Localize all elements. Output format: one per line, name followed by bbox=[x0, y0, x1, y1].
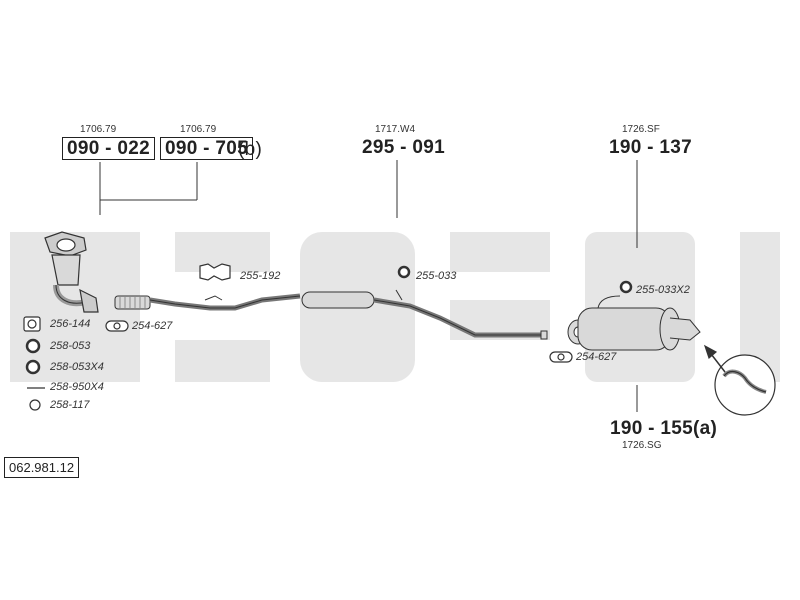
part-label[interactable]: 254-627 bbox=[576, 351, 617, 363]
part-label[interactable]: 255-192 bbox=[240, 270, 281, 282]
part-label[interactable]: 258-950X4 bbox=[50, 381, 104, 393]
assembly-ref-cat2: 1706.79 bbox=[180, 124, 217, 135]
assembly-ref-middle: 1717.W4 bbox=[375, 124, 416, 135]
hardware-icons bbox=[23, 263, 633, 411]
nut-icon bbox=[25, 338, 41, 354]
assembly-code-cat2[interactable]: 090 - 705 bbox=[160, 137, 253, 160]
leader-lines bbox=[99, 160, 638, 412]
assembly-ref-cat1: 1706.79 bbox=[80, 124, 117, 135]
assembly-code-cat1[interactable]: 090 - 022 bbox=[62, 137, 155, 160]
assembly-suffix-cat2: (b) bbox=[238, 139, 263, 160]
nut-icon bbox=[25, 359, 41, 375]
rubber-mount-icon bbox=[397, 265, 411, 279]
clamp-icon bbox=[549, 351, 573, 363]
assembly-ref-rear-top: 1726.SF bbox=[622, 124, 660, 135]
assembly-ref-rear-bottom: 1726.SG bbox=[622, 440, 662, 451]
gasket-icon bbox=[23, 316, 41, 332]
hanger-icon bbox=[199, 263, 231, 281]
diagram-number: 062.981.12 bbox=[4, 457, 80, 478]
part-label[interactable]: 255-033X2 bbox=[636, 284, 690, 296]
assembly-code-rear-top[interactable]: 190 - 137 bbox=[609, 137, 692, 158]
washer-icon bbox=[29, 399, 41, 411]
middle-silencer bbox=[301, 289, 548, 340]
part-label[interactable]: 258-053 bbox=[50, 340, 91, 352]
part-label[interactable]: 255-033 bbox=[416, 270, 457, 282]
part-label[interactable]: 258-053X4 bbox=[50, 361, 104, 373]
assembly-code-rear-bottom[interactable]: 190 - 155(a) bbox=[610, 418, 718, 439]
rear-silencer bbox=[567, 295, 701, 351]
clamp-icon bbox=[105, 320, 129, 332]
part-label[interactable]: 258-117 bbox=[50, 399, 90, 411]
rubber-mount-icon bbox=[619, 280, 633, 294]
catalytic-converter bbox=[44, 231, 99, 313]
part-label[interactable]: 254-627 bbox=[132, 320, 173, 332]
detail-inset bbox=[703, 344, 776, 416]
part-label[interactable]: 256-144 bbox=[50, 318, 91, 330]
front-pipe bbox=[114, 293, 301, 311]
assembly-code-middle[interactable]: 295 - 091 bbox=[362, 137, 445, 158]
